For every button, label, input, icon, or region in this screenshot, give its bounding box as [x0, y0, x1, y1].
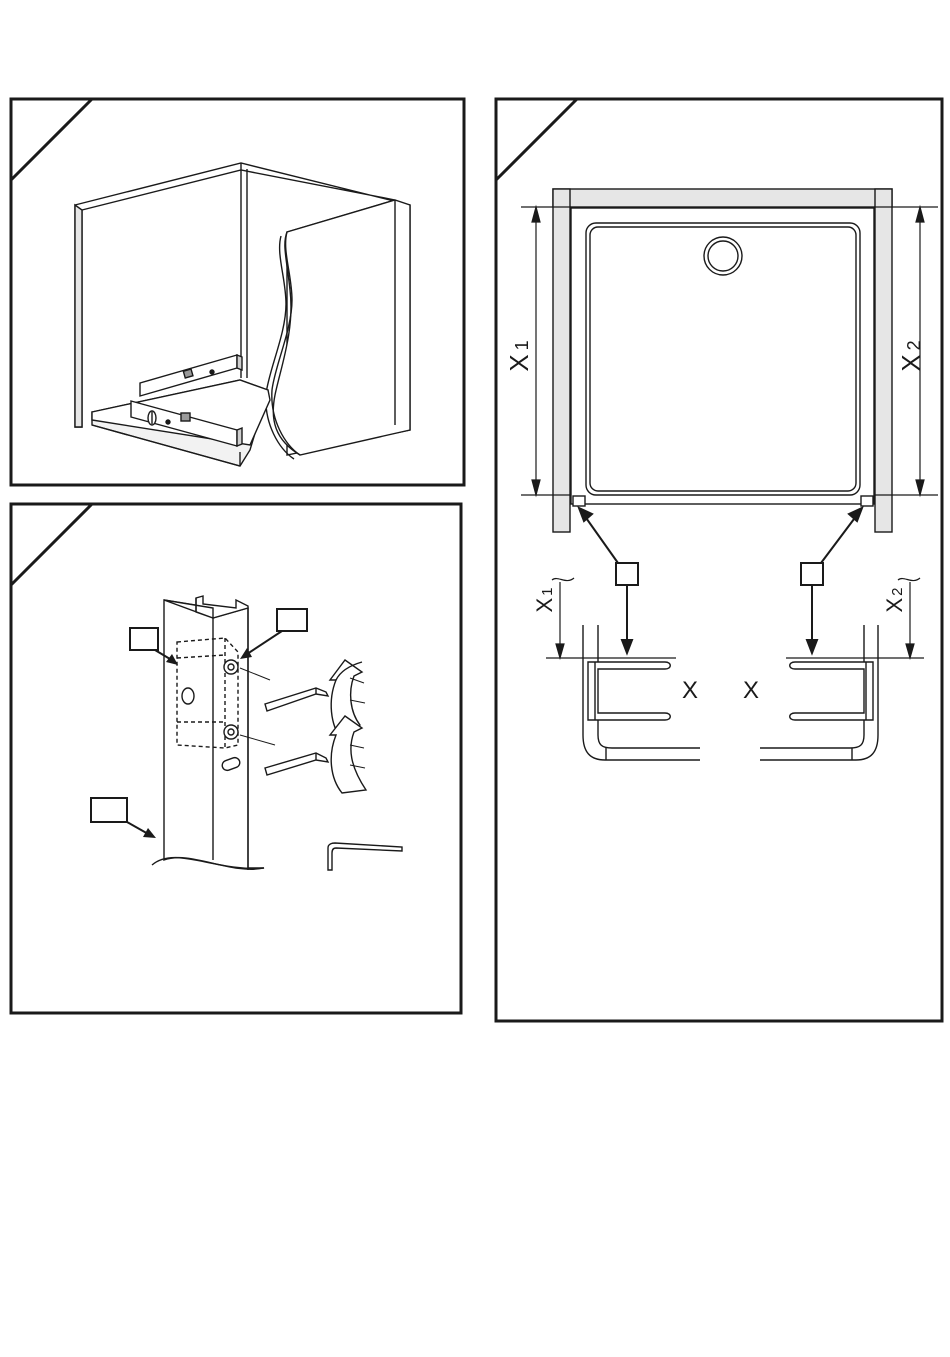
callout-box-right-top	[240, 609, 307, 659]
allen-key-icon	[328, 843, 402, 870]
detail-label-x1: X1	[532, 587, 557, 612]
screws	[265, 688, 328, 775]
detail-dimension-x1	[546, 578, 676, 658]
callout-box-lower	[91, 798, 156, 838]
panel-levelling	[11, 99, 464, 485]
profile-detail-right	[760, 625, 878, 760]
panel-corner-cut	[496, 99, 577, 180]
callout-right	[801, 508, 862, 653]
gap-label-left: X	[682, 677, 698, 704]
panel-corner-cut	[11, 504, 92, 585]
panel-profile-fixing	[11, 504, 461, 1013]
panel-dimensions: X1 X2	[496, 99, 942, 1021]
panel-corner-cut	[11, 99, 92, 180]
wall-profile-illustration	[152, 596, 275, 870]
detail-label-x2: X2	[882, 587, 907, 612]
tray-plan	[571, 208, 874, 506]
drain-icon	[704, 237, 742, 275]
dimension-label-x1: X1	[504, 340, 534, 371]
rotation-arrow-icon	[330, 716, 366, 793]
callout-left	[579, 508, 638, 653]
gap-label-right: X	[743, 677, 759, 704]
dimension-label-x2: X2	[896, 340, 926, 371]
